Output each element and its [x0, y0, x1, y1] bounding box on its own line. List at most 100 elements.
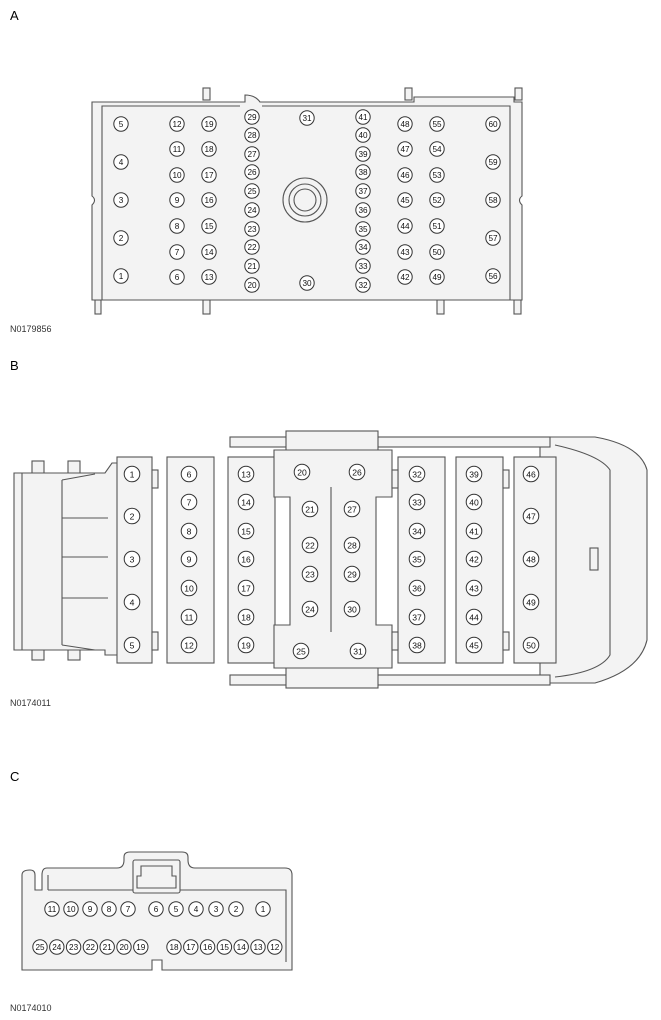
connector-a — [91, 87, 523, 315]
connector-b-pin-34: 34 — [408, 522, 426, 540]
pin-number: 15 — [220, 943, 230, 952]
pin-number: 28 — [347, 541, 357, 551]
connector-b-pin-50: 50 — [522, 636, 540, 654]
connector-b-pin-22: 22 — [301, 536, 319, 554]
connector-a-pin-44: 44 — [397, 218, 413, 234]
pin-number: 30 — [302, 279, 312, 288]
connector-b-pin-1: 1 — [123, 465, 141, 483]
pin-number: 24 — [247, 206, 257, 215]
connector-a-pin-54: 54 — [429, 141, 445, 157]
pin-number: 43 — [469, 584, 479, 594]
connector-a-tab — [202, 87, 211, 101]
pin-number: 1 — [119, 272, 124, 281]
pin-number: 7 — [187, 498, 192, 508]
connector-a-pin-38: 38 — [355, 164, 371, 180]
pin-number: 45 — [469, 641, 479, 651]
connector-b-latch-tab — [31, 460, 45, 475]
pin-number: 21 — [103, 943, 113, 952]
connector-b-pin-25: 25 — [292, 642, 310, 660]
pin-number: 11 — [48, 905, 57, 914]
pin-number: 1 — [130, 470, 135, 480]
pin-number: 8 — [175, 222, 180, 231]
pin-number: 34 — [358, 243, 368, 252]
connector-b-pin-41: 41 — [465, 522, 483, 540]
pin-number: 11 — [185, 613, 194, 623]
connector-a-pin-37: 37 — [355, 183, 371, 199]
connector-a-pin-7: 7 — [169, 244, 185, 260]
pin-number: 54 — [432, 145, 442, 154]
connector-c-lock — [132, 859, 181, 894]
connector-a-tab — [404, 87, 413, 101]
pin-number: 36 — [358, 206, 368, 215]
connector-a-pin-50: 50 — [429, 244, 445, 260]
connector-b-pin-7: 7 — [180, 493, 198, 511]
pin-number: 18 — [169, 943, 179, 952]
connector-c-pin-13: 13 — [250, 939, 266, 955]
connector-a-tab — [436, 299, 445, 315]
pin-number: 27 — [247, 150, 257, 159]
connector-c-pin-9: 9 — [82, 901, 98, 917]
pin-number: 10 — [66, 905, 76, 914]
pin-number: 39 — [469, 470, 479, 480]
pin-number: 19 — [241, 641, 251, 651]
connector-b-side-latch — [589, 547, 599, 571]
pin-number: 44 — [400, 222, 410, 231]
pin-number: 15 — [241, 527, 251, 537]
pin-number: 14 — [241, 498, 251, 508]
connector-a-pin-16: 16 — [201, 192, 217, 208]
pin-number: 42 — [469, 555, 479, 565]
connector-b-bottom-clip — [285, 665, 379, 689]
connector-a-pin-1: 1 — [113, 268, 129, 284]
connector-b-pin-48: 48 — [522, 550, 540, 568]
pin-number: 9 — [88, 905, 93, 914]
connector-b-bottom-rail — [229, 674, 551, 686]
connector-a-pin-48: 48 — [397, 116, 413, 132]
connector-c-pin-21: 21 — [99, 939, 115, 955]
connector-a-pin-20: 20 — [244, 277, 260, 293]
connector-a-pin-58: 58 — [485, 192, 501, 208]
connector-c-pin-15: 15 — [216, 939, 233, 955]
pin-number: 3 — [214, 905, 219, 914]
pin-number: 39 — [358, 150, 368, 159]
connector-a-pin-10: 10 — [169, 167, 185, 183]
figure-code-c: N0174010 — [10, 1003, 52, 1013]
connector-c-pin-2: 2 — [228, 901, 244, 917]
pin-number: 40 — [469, 498, 479, 508]
connector-b-pin-10: 10 — [180, 579, 198, 597]
connector-c-pin-7: 7 — [120, 901, 136, 917]
pin-number: 43 — [400, 248, 410, 257]
connector-a-pin-30: 30 — [299, 275, 315, 291]
pins-layer: 1234567891011121314151617181920212223242… — [32, 109, 540, 955]
connector-a-pin-15: 15 — [201, 218, 217, 234]
pin-number: 10 — [172, 171, 182, 180]
pin-number: 56 — [488, 272, 498, 281]
connector-b-pin-20: 20 — [293, 463, 311, 481]
pin-number: 22 — [305, 541, 315, 551]
pin-number: 14 — [237, 943, 247, 952]
pin-number: 9 — [175, 196, 180, 205]
connector-b-shroud-inner — [554, 444, 611, 678]
connector-a-pin-9: 9 — [169, 192, 185, 208]
pin-number: 49 — [432, 273, 442, 282]
center-key-hole — [293, 188, 317, 212]
connector-a-pin-13: 13 — [201, 269, 217, 285]
connector-c-lock-tab — [136, 865, 177, 889]
pin-number: 49 — [526, 598, 536, 608]
connector-b-pin-3: 3 — [123, 550, 141, 568]
connector-a-inner-edge — [101, 105, 511, 300]
pin-number: 55 — [432, 120, 442, 129]
pin-number: 31 — [302, 114, 312, 123]
connector-c-pin-16: 16 — [199, 939, 216, 955]
connector-a-pin-2: 2 — [113, 230, 129, 246]
pin-number: 18 — [204, 145, 214, 154]
pin-number: 32 — [412, 470, 422, 480]
section-label-b: B — [10, 358, 19, 373]
pin-number: 7 — [175, 248, 180, 257]
pin-number: 6 — [187, 470, 192, 480]
pin-number: 21 — [247, 262, 257, 271]
pin-number: 7 — [126, 905, 131, 914]
connector-b-pin-9: 9 — [180, 550, 198, 568]
connector-a-pin-3: 3 — [113, 192, 129, 208]
pin-number: 13 — [204, 273, 214, 282]
pin-number: 38 — [412, 641, 422, 651]
